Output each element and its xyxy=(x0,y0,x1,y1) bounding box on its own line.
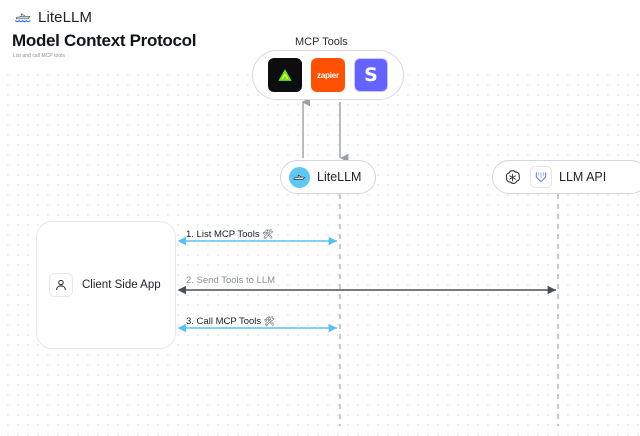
edge-label-3-text: 3. Call MCP Tools xyxy=(186,316,262,327)
page-subtitle: List and call MCP tools xyxy=(13,53,65,59)
brand: LiteLLM xyxy=(14,8,92,26)
node-llm-api[interactable]: LLM API xyxy=(492,160,640,194)
speedboat-small-icon xyxy=(293,174,305,180)
zapier-wordmark: zapier xyxy=(317,70,339,80)
node-client-label: Client Side App xyxy=(82,279,161,291)
anthropic-glyph xyxy=(535,172,547,183)
mcp-tools-title: MCP Tools xyxy=(295,36,348,48)
tools-emoji-1: 🛠 xyxy=(262,230,274,240)
brand-name: LiteLLM xyxy=(38,8,93,26)
edge-label-1-text: 1. List MCP Tools xyxy=(186,229,260,240)
triangle-glyph xyxy=(278,69,292,81)
edge-label-2: 2. Send Tools to LLM xyxy=(186,275,275,286)
openai-icon xyxy=(501,166,523,188)
node-litellm[interactable]: LiteLLM xyxy=(280,160,377,194)
edge-label-1: 1. List MCP Tools 🛠 xyxy=(186,229,274,240)
user-glyph xyxy=(56,279,66,291)
mcp-tools-group[interactable]: zapier S xyxy=(252,50,404,100)
tools-emoji-3: 🛠 xyxy=(263,317,276,327)
slack-letter: S xyxy=(364,63,378,86)
node-llm-api-label: LLM API xyxy=(559,170,607,184)
triangle-tool-icon[interactable] xyxy=(268,58,302,92)
edge-label-3: 3. Call MCP Tools 🛠 xyxy=(186,316,275,327)
slack-icon[interactable]: S xyxy=(354,58,388,92)
edge-label-2-text: 2. Send Tools to LLM xyxy=(186,275,276,286)
zapier-icon[interactable]: zapier xyxy=(311,58,345,92)
page-title: Model Context Protocol xyxy=(12,31,197,50)
litellm-avatar-icon xyxy=(289,166,310,188)
speedboat-icon xyxy=(14,13,31,23)
user-icon xyxy=(49,273,73,297)
diagram-canvas xyxy=(0,68,640,436)
node-litellm-label: LiteLLM xyxy=(317,170,362,184)
openai-glyph xyxy=(505,169,520,184)
node-client-side-app[interactable]: Client Side App xyxy=(36,221,176,349)
anthropic-icon xyxy=(530,166,552,188)
